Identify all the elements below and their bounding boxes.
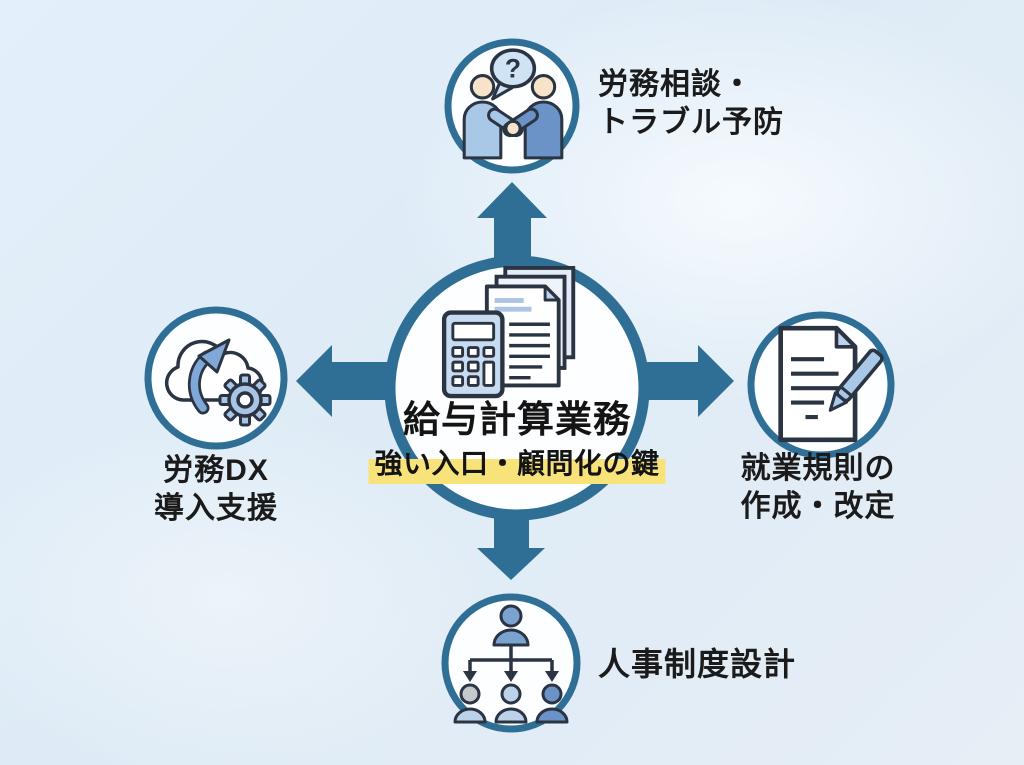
center-title: 給与計算業務 [403,399,631,440]
arrow-up-icon [477,182,547,262]
calculator-documents-icon [440,266,590,400]
org-chart-icon [448,600,574,726]
label-line: 労務相談・ [598,68,753,101]
flow-arrows [296,182,734,580]
handshake-question-icon: ? [452,42,574,164]
label-line: トラブル予防 [598,106,784,139]
label-line: 人事制度設計 [598,646,797,682]
question-mark-glyph: ? [505,54,521,84]
label-line: 作成・改定 [740,490,896,523]
arrow-down-icon [477,512,545,580]
cloud-gear-dx-icon [150,312,280,434]
label-line: 労務DX [163,454,269,487]
label-work-rules: 就業規則の 作成・改定 [712,450,924,526]
label-hr-system-design: 人事制度設計 [598,644,796,684]
label-labor-dx: 労務DX 導入支援 [112,452,320,528]
label-line: 就業規則の [740,452,896,485]
label-line: 導入支援 [154,492,278,525]
document-pen-icon [760,322,884,446]
arrow-left-icon [296,345,390,417]
center-subtitle-highlighted: 強い入口・顧問化の鍵 [368,447,666,484]
arrow-right-icon [644,345,734,417]
label-labor-consultation: 労務相談・ トラブル予防 [598,66,784,142]
